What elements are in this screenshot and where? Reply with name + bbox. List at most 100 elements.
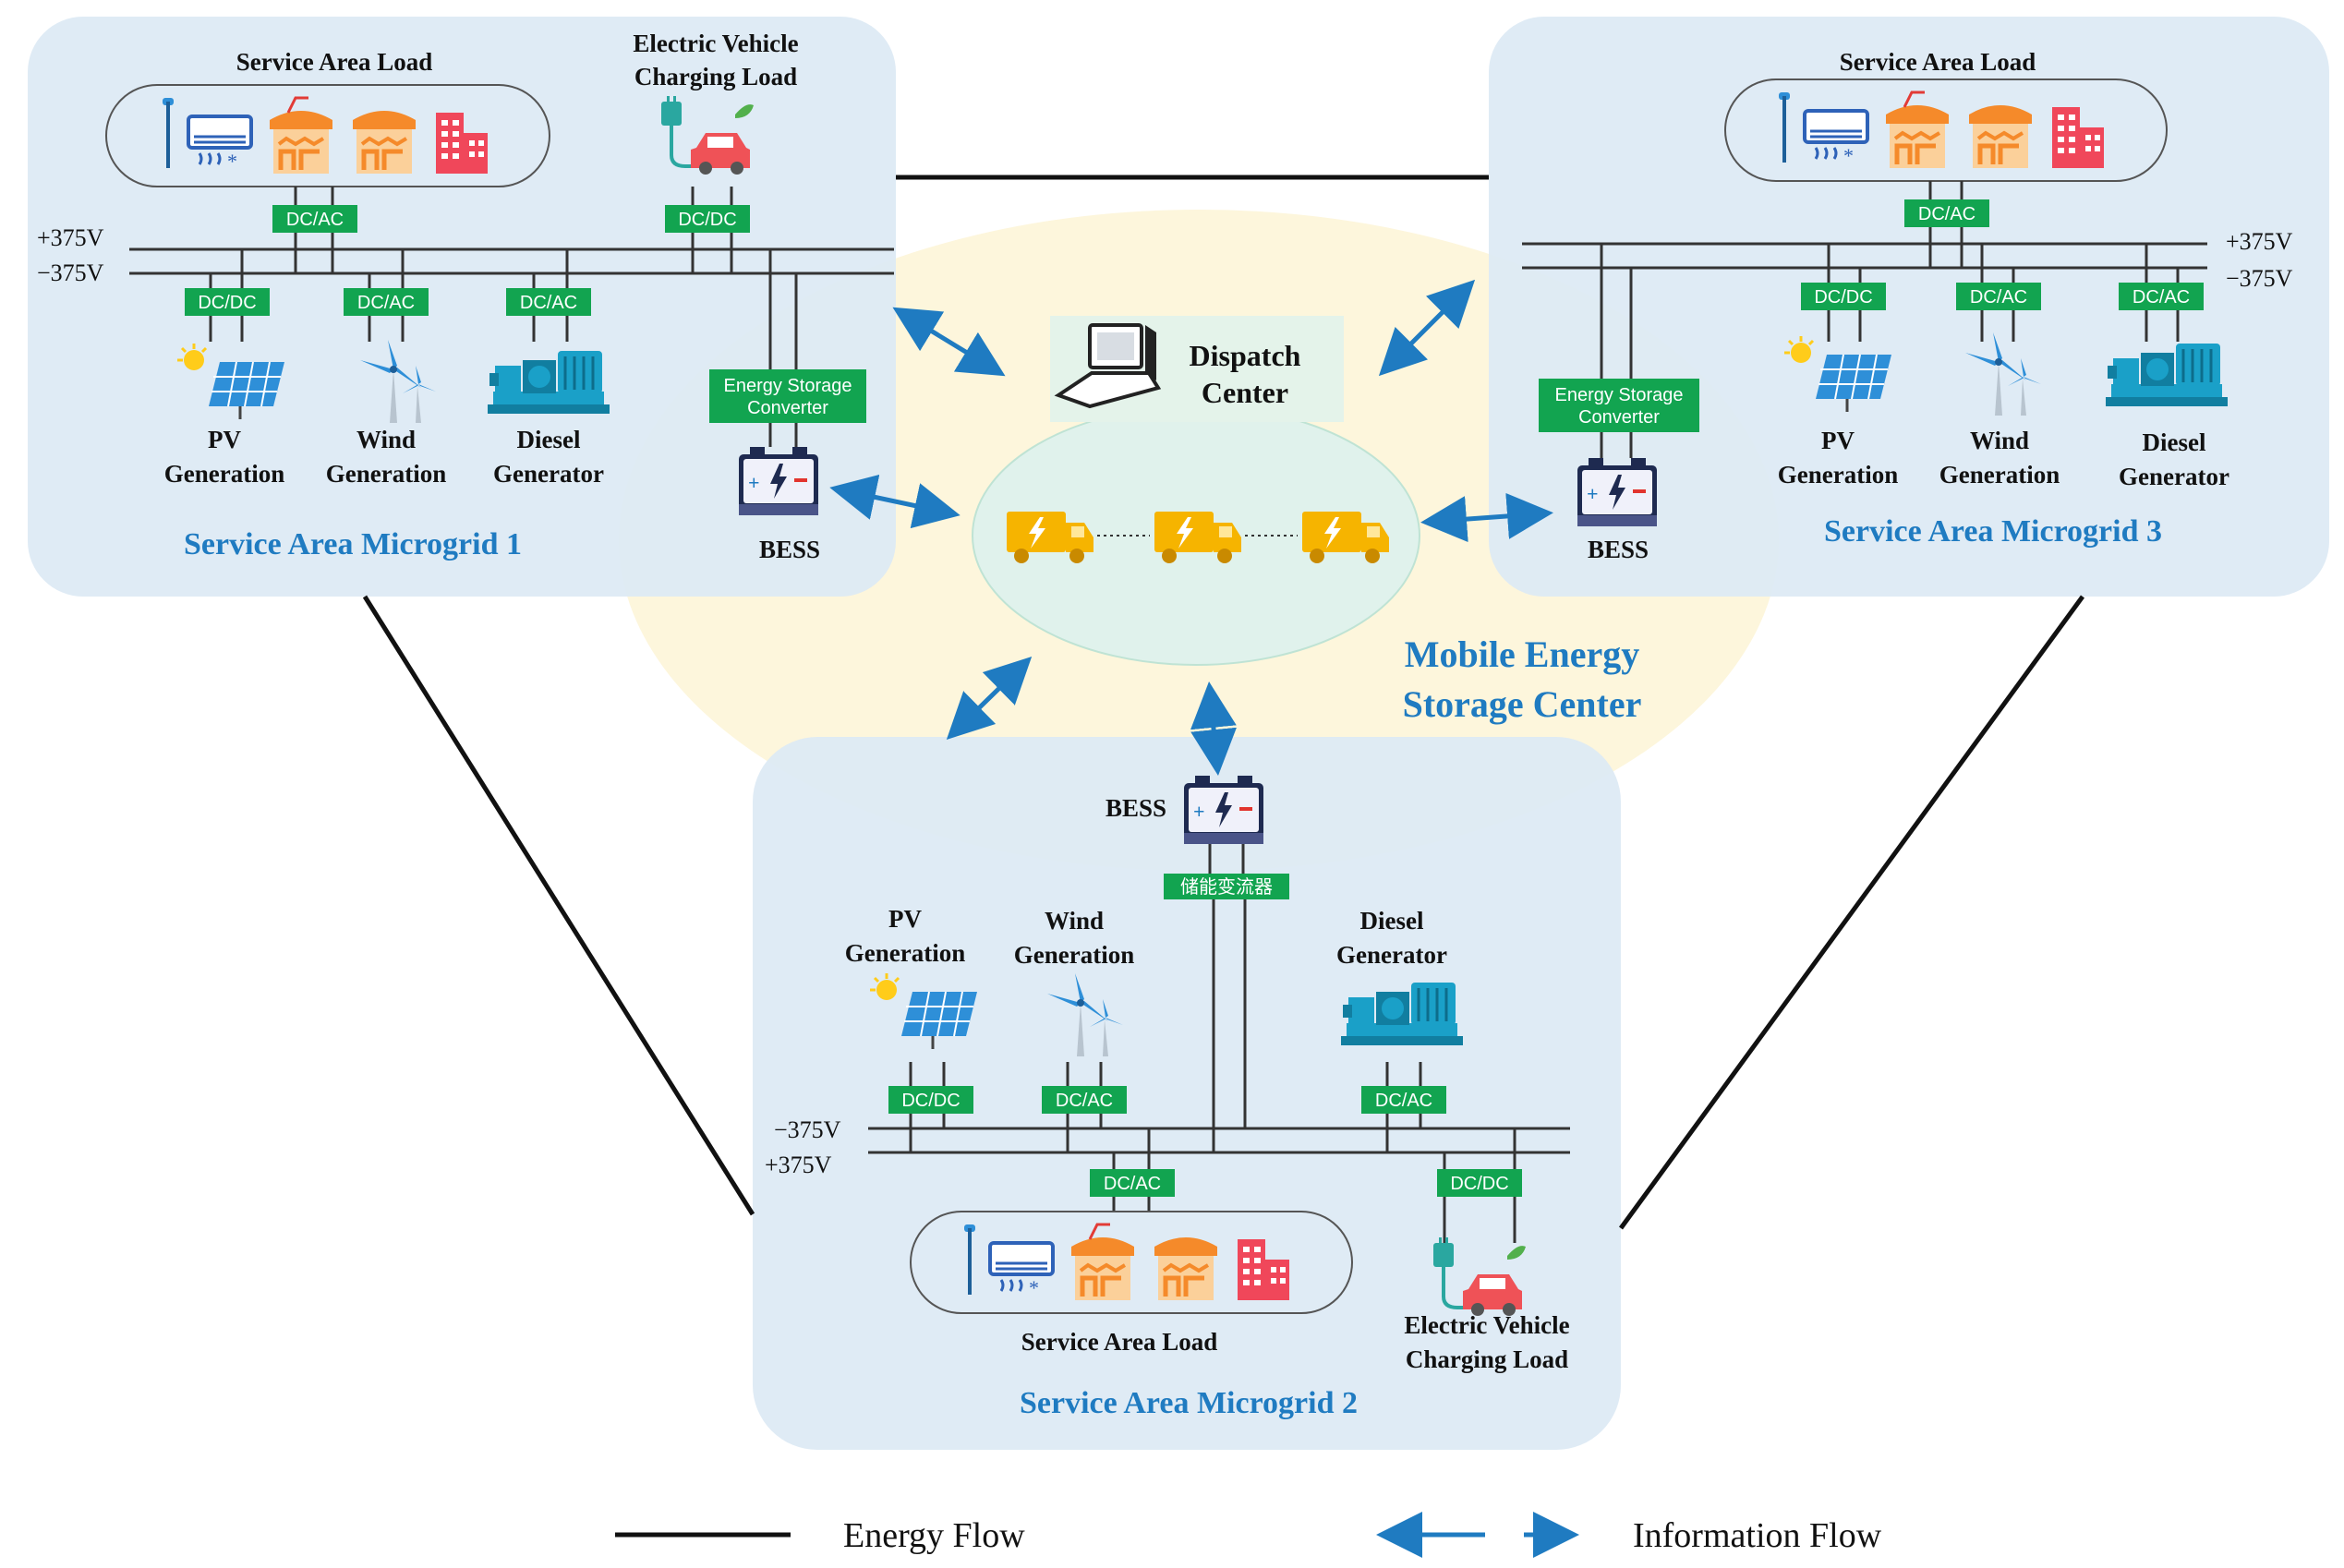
- mg2-wind-label-line1: Wind: [1045, 907, 1104, 935]
- mg1-pv-converter: [185, 288, 270, 316]
- microgrid-2: BESS 储能变流器 −375V +375V DC/DC DC/AC DC/AC…: [765, 776, 1570, 1420]
- mg1-ev-converter-label: DC/DC: [678, 210, 736, 230]
- mg2-bess-label: BESS: [1106, 794, 1166, 822]
- mg1-load-converter: [272, 205, 357, 233]
- mg2-load-label: Service Area Load: [1021, 1328, 1217, 1356]
- mg3-bess-icon: [1577, 458, 1657, 526]
- energy-flow-legend-label: Energy Flow: [843, 1516, 1025, 1555]
- mg1-diesel-converter: [506, 288, 591, 316]
- mg3-title: Service Area Microgrid 3: [1824, 514, 2162, 549]
- energy-link-mg1-mg2: [362, 595, 755, 1216]
- dispatch-center: Dispatch Center: [1054, 323, 1301, 409]
- dispatch-label-line1: Dispatch: [1190, 339, 1301, 372]
- microgrid-1: Service Area Load Electric Vehicle Charg…: [37, 30, 894, 563]
- mg2-voltage-negative: −375V: [774, 1116, 841, 1143]
- mg3-storage-converter: [1539, 379, 1699, 432]
- mg2-diesel-converter: [1361, 1086, 1446, 1114]
- mg3-diesel-label-line1: Diesel: [2143, 428, 2206, 456]
- mg2-pv-converter: [888, 1086, 973, 1114]
- mg1-pv-converter-label: DC/DC: [198, 293, 256, 313]
- truck-fleet: [1007, 512, 1389, 563]
- info-arrow-fleet-mg2: [946, 657, 1033, 740]
- mg1-wind-converter: [344, 288, 429, 316]
- info-arrow-fleet-mg2-bess: [1190, 681, 1237, 776]
- mg2-pv-converter-label: DC/DC: [901, 1091, 960, 1111]
- mg2-ev-label-line1: Electric Vehicle: [1404, 1311, 1569, 1339]
- mg3-pv-label-line1: PV: [1821, 427, 1855, 454]
- information-flow-arrows: [829, 279, 1553, 776]
- mg3-wind-label-line2: Generation: [1939, 461, 2060, 488]
- mg3-diesel-converter: [2119, 283, 2204, 310]
- mg3-storage-converter-line1: Energy Storage: [1555, 385, 1684, 405]
- mg3-load-converter-label: DC/AC: [1918, 204, 1975, 224]
- mg1-storage-converter: [709, 369, 866, 423]
- mg2-wind-converter: [1042, 1086, 1127, 1114]
- mg3-wind-label-line1: Wind: [1970, 427, 2029, 454]
- mg1-bess-label: BESS: [759, 536, 820, 563]
- mg1-pv-label-line2: Generation: [164, 460, 284, 488]
- mobile-center-label-line1: Mobile Energy: [1405, 633, 1639, 675]
- mg3-diesel-label-line2: Generator: [2119, 463, 2229, 490]
- mg3-voltage-positive: +375V: [2226, 228, 2293, 255]
- info-arrow-mg1-dispatch: [892, 307, 1006, 377]
- mg3-pv-converter: [1801, 283, 1886, 310]
- computer-icon: [1054, 323, 1162, 409]
- mg2-title: Service Area Microgrid 2: [1020, 1386, 1358, 1420]
- mg1-load-label: Service Area Load: [236, 48, 432, 76]
- mg2-storage-converter-label: 储能变流器: [1180, 876, 1273, 898]
- mg2-diesel-label-line2: Generator: [1336, 941, 1447, 969]
- mg2-pv-label-line1: PV: [888, 905, 922, 933]
- mg1-storage-converter-line1: Energy Storage: [724, 376, 852, 396]
- mg3-pv-converter-label: DC/DC: [1814, 287, 1872, 308]
- mg1-voltage-positive: +375V: [37, 224, 104, 251]
- mg1-diesel-label-line2: Generator: [493, 460, 604, 488]
- mg1-diesel-converter-label: DC/AC: [520, 293, 577, 313]
- mg3-wind-converter-label: DC/AC: [1970, 287, 2027, 308]
- energy-flow-links: [362, 175, 2085, 1230]
- microgrid-3: Service Area Load +375V −375V DC/AC DC/D…: [1522, 48, 2293, 563]
- mg2-load-converter: [1090, 1169, 1175, 1197]
- mg1-load-group-outline: [105, 84, 550, 187]
- mg2-ev-converter-label: DC/DC: [1450, 1174, 1508, 1194]
- mg1-storage-converter-line2: Converter: [747, 398, 828, 418]
- mg3-bess-label: BESS: [1588, 536, 1649, 563]
- mg2-storage-converter: [1164, 874, 1289, 899]
- mg3-load-converter: [1904, 199, 1989, 227]
- mg1-voltage-negative: −375V: [37, 259, 104, 286]
- mg3-load-group-outline: [1724, 78, 2168, 182]
- mg2-voltage-positive: +375V: [765, 1152, 832, 1178]
- mg3-diesel-converter-label: DC/AC: [2133, 287, 2190, 308]
- mg3-load-label: Service Area Load: [1840, 48, 2036, 76]
- mg2-bess-icon: [1184, 776, 1263, 844]
- legend: Energy Flow Information Flow: [615, 1512, 1882, 1558]
- microgrid-3-panel: [1489, 17, 2329, 597]
- mg3-wind-converter: [1956, 283, 2041, 310]
- mg2-load-group-outline: [910, 1211, 1353, 1314]
- mg1-wind-label-line1: Wind: [356, 426, 416, 453]
- information-flow-legend-label: Information Flow: [1633, 1516, 1882, 1555]
- mobile-center-label-line2: Storage Center: [1403, 683, 1642, 725]
- mg3-pv-label-line2: Generation: [1778, 461, 1898, 488]
- mg2-load-converter-label: DC/AC: [1104, 1174, 1161, 1194]
- mg1-pv-label-line1: PV: [208, 426, 241, 453]
- mg2-diesel-converter-label: DC/AC: [1375, 1091, 1432, 1111]
- energy-link-mg3-mg2: [1618, 595, 2085, 1230]
- microgrid-1-panel: [28, 17, 896, 597]
- mg3-voltage-negative: −375V: [2226, 265, 2293, 292]
- mg1-wind-converter-label: DC/AC: [357, 293, 415, 313]
- mg1-ev-label-line2: Charging Load: [634, 63, 797, 90]
- mg3-storage-converter-line2: Converter: [1578, 407, 1660, 428]
- mg1-ev-converter: [665, 205, 750, 233]
- mg2-ev-label-line2: Charging Load: [1406, 1345, 1568, 1373]
- mg1-wind-label-line2: Generation: [326, 460, 446, 488]
- mg2-pv-label-line2: Generation: [845, 939, 965, 967]
- mg2-ev-converter: [1437, 1169, 1522, 1197]
- info-arrow-mg3-dispatch: [1378, 279, 1476, 377]
- info-arrow-fleet-mg3-bess: [1420, 492, 1553, 543]
- mg1-ev-label-line1: Electric Vehicle: [633, 30, 798, 57]
- mg1-diesel-label-line1: Diesel: [517, 426, 581, 453]
- mg2-wind-label-line2: Generation: [1014, 941, 1134, 969]
- mg1-load-converter-label: DC/AC: [286, 210, 344, 230]
- mg1-title: Service Area Microgrid 1: [184, 527, 522, 561]
- mg1-bess-icon: [739, 447, 818, 515]
